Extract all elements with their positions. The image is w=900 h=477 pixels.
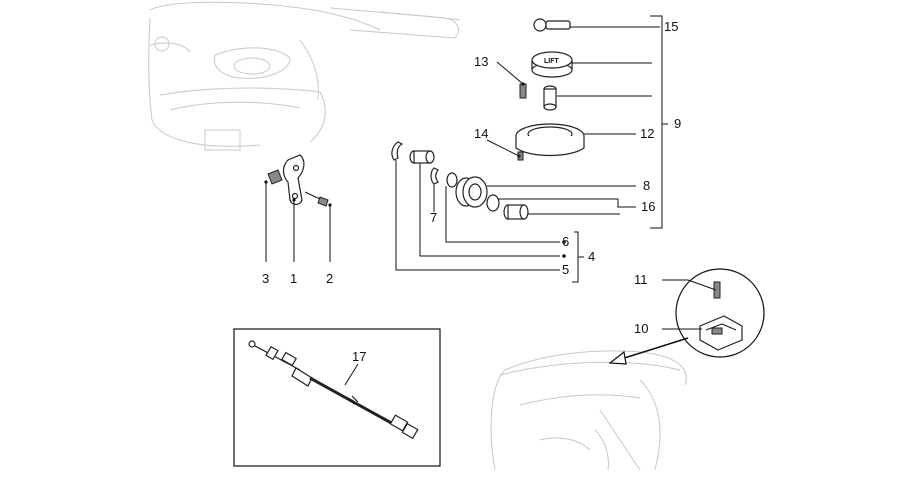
callout-1: 1 bbox=[290, 271, 297, 286]
sleeve-6 bbox=[409, 150, 435, 164]
scooter-seat-ghost bbox=[490, 350, 687, 471]
callout-8: 8 bbox=[643, 178, 650, 193]
bushing bbox=[503, 204, 529, 220]
lock-body-8 bbox=[455, 176, 488, 208]
clip-14 bbox=[486, 139, 524, 161]
bracket-assembly: 3 1 2 bbox=[262, 154, 333, 286]
cap-lift-label: LIFT bbox=[544, 58, 559, 65]
callout-2: 2 bbox=[326, 271, 333, 286]
cable-detail-box: 17 bbox=[233, 328, 441, 467]
fuel-cap: LIFT bbox=[531, 51, 652, 78]
screw-13 bbox=[496, 61, 527, 99]
fuel-cap-assembly: LIFT 15 13 12 bbox=[474, 18, 678, 161]
seat-latch-detail: 11 10 bbox=[608, 268, 765, 365]
callout-6: 6 bbox=[562, 234, 569, 249]
cap-bushing bbox=[543, 85, 652, 111]
callout-12: 12 bbox=[640, 126, 654, 141]
group-brackets: 4 9 bbox=[572, 15, 681, 283]
callout-5: 5 bbox=[562, 262, 569, 277]
seat-release-cable bbox=[248, 340, 419, 440]
callout-4: 4 bbox=[588, 249, 595, 264]
lock-parts: 8 16 7 6 5 bbox=[391, 141, 655, 277]
filler-ring bbox=[515, 123, 636, 157]
callout-14: 14 bbox=[474, 126, 488, 141]
key-icon bbox=[533, 18, 660, 32]
callout-16: 16 bbox=[641, 199, 655, 214]
callout-10: 10 bbox=[634, 321, 648, 336]
callout-7: 7 bbox=[430, 210, 437, 225]
callout-3: 3 bbox=[262, 271, 269, 286]
callout-9: 9 bbox=[674, 116, 681, 131]
scooter-front-ghost bbox=[148, 1, 461, 151]
callout-13: 13 bbox=[474, 54, 488, 69]
callout-11: 11 bbox=[634, 272, 648, 287]
callout-17: 17 bbox=[352, 349, 366, 364]
callout-15: 15 bbox=[664, 19, 678, 34]
